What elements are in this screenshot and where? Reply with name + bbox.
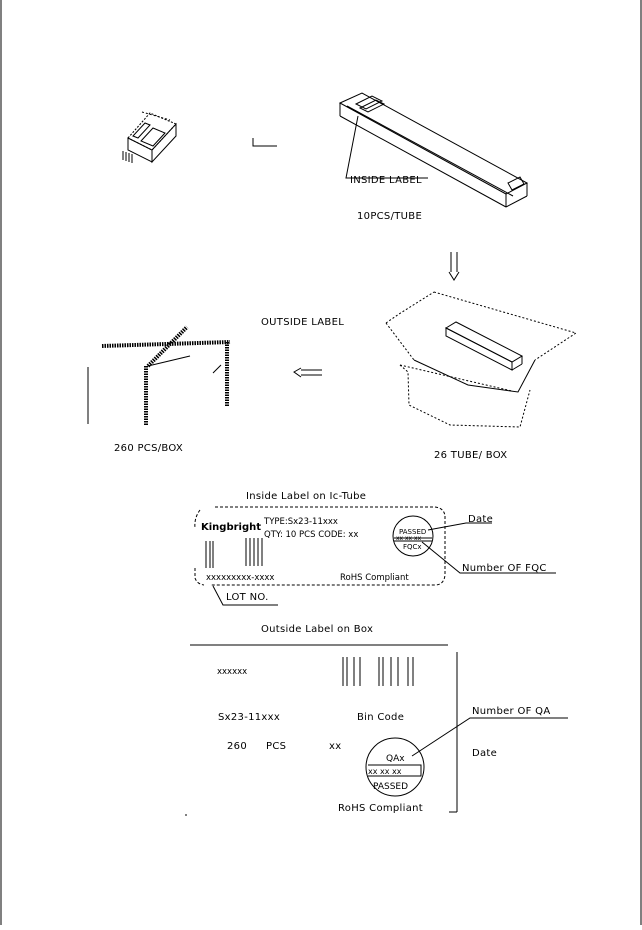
outside-label-frame — [185, 644, 458, 816]
component-drawing — [122, 111, 177, 164]
inside-label-caption: INSIDE LABEL — [350, 175, 422, 186]
outside-barcode-icon — [342, 657, 414, 686]
date-callout: Date — [468, 514, 493, 525]
outside-stamp-top: QAx — [386, 754, 405, 764]
inside-stamp-top: PASSED — [399, 528, 426, 536]
outside-stamp-mid: xx xx xx — [368, 767, 402, 776]
inside-lot-code: xxxxxxxxx-xxxx — [206, 573, 274, 583]
box-quantity-tubes: 26 TUBE/ BOX — [434, 450, 507, 461]
inside-rohs: RoHS Compliant — [340, 573, 409, 583]
fqc-callout: Number OF FQC — [462, 563, 547, 574]
arrow-left-icon — [293, 367, 322, 378]
date-leader — [427, 522, 492, 531]
outside-part-number: Sx23-11xxx — [218, 712, 280, 723]
brand-name: Kingbright — [201, 522, 261, 533]
outside-stamp-bottom: PASSED — [373, 782, 408, 792]
inside-label-title: Inside Label on Ic-Tube — [246, 491, 366, 502]
arrow-right-icon — [252, 138, 277, 147]
qa-leader — [411, 717, 568, 757]
lot-no-leader — [212, 585, 278, 606]
outside-rohs: RoHS Compliant — [338, 803, 423, 814]
lot-no-caption: LOT NO. — [226, 592, 269, 603]
inside-label-leader — [345, 115, 428, 179]
fqc-leader — [421, 541, 556, 574]
closed-box-drawing — [87, 325, 231, 425]
tube-quantity: 10PCS/TUBE — [357, 211, 422, 222]
inside-qty-line: QTY: 10 PCS CODE: xx — [264, 530, 358, 540]
outside-passed-stamp — [365, 737, 425, 797]
inside-barcode-icon — [205, 538, 263, 568]
outside-code-line: xxxxxx — [217, 667, 247, 677]
inside-label-frame — [194, 506, 446, 586]
inside-stamp-mid: xx xx xx — [396, 535, 422, 542]
outside-label-title: Outside Label on Box — [261, 624, 373, 635]
inside-passed-stamp — [392, 515, 434, 557]
outside-label-caption: OUTSIDE LABEL — [261, 317, 344, 328]
inside-stamp-bottom: FQCx — [403, 543, 422, 551]
qa-callout: Number OF QA — [472, 706, 550, 717]
open-box-drawing — [385, 291, 578, 428]
box-quantity-pcs: 260 PCS/BOX — [114, 443, 183, 454]
arrow-down-icon — [448, 252, 460, 281]
outside-date-callout: Date — [472, 748, 497, 759]
inside-type-line: TYPE:Sx23-11xxx — [263, 517, 338, 527]
tube-drawing — [338, 92, 529, 208]
outside-code: xx — [329, 741, 341, 752]
outside-qty-unit: PCS — [266, 741, 286, 752]
outside-qty: 260 — [227, 741, 247, 752]
outside-bin-code: Bin Code — [357, 712, 404, 723]
